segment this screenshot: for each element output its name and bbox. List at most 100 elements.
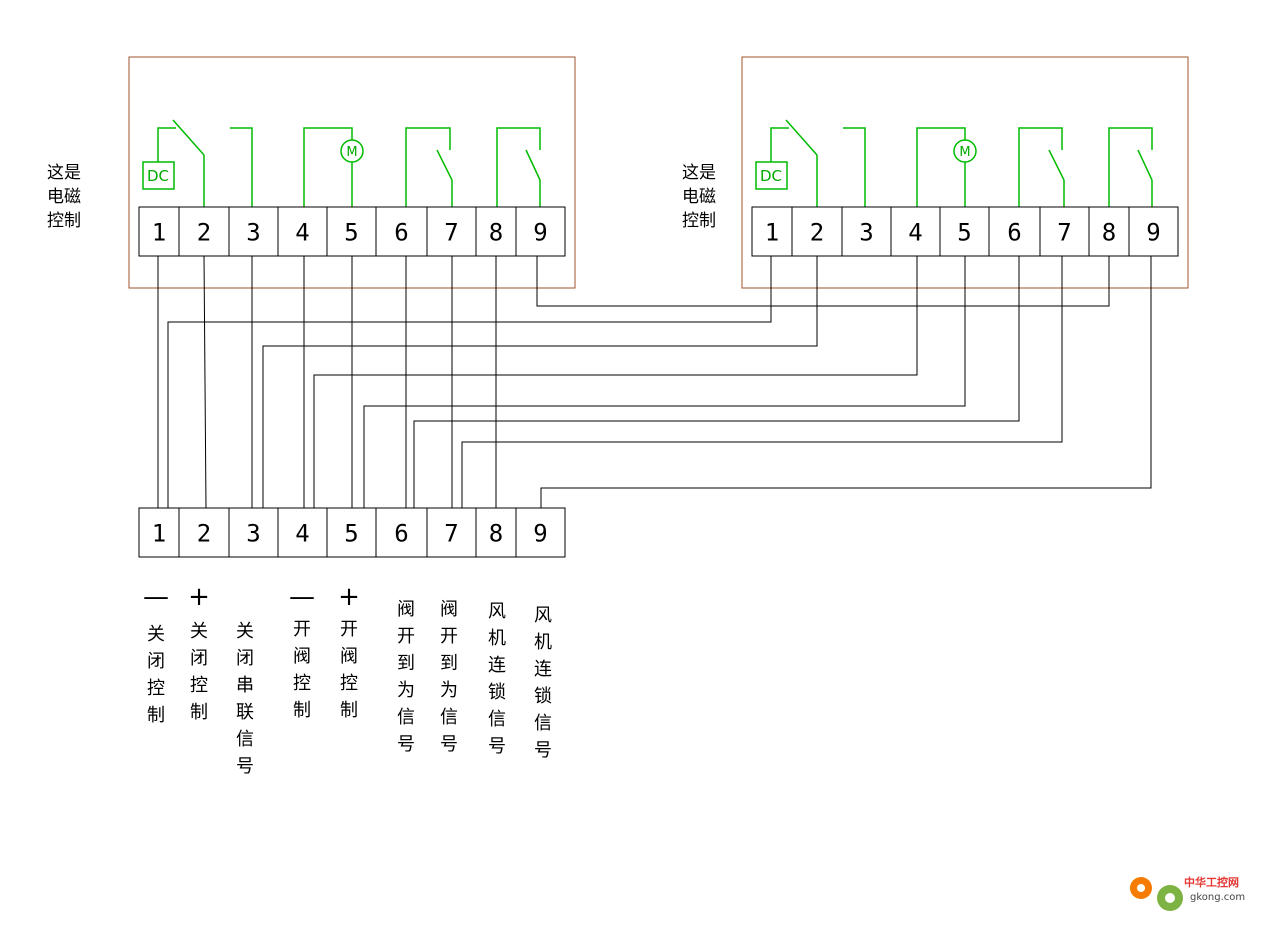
top-left-terminal-7: 7 [444, 219, 458, 247]
bottom-desc-8-char-3: 连 [488, 655, 506, 676]
bottom-desc-2-char-3: 控 [190, 675, 208, 696]
bottom-desc-4-char-4: 制 [293, 700, 311, 721]
top-left-motor-circle [340, 139, 364, 163]
bottom-desc-6-char-1: 阀 [397, 599, 415, 620]
top-left-cell-1 [138, 206, 180, 257]
bottom-desc-3-char-3: 串 [236, 675, 254, 696]
wire-r5-b5 [363, 256, 966, 508]
top-right-cell-7 [1039, 206, 1090, 257]
top-left-side-label-3: 控制 [47, 211, 81, 231]
wire-l9-r8 [536, 256, 1110, 307]
wire-left-2 [203, 255, 207, 509]
bottom-desc-6-char-6: 号 [397, 734, 415, 755]
bottom-desc-5-char-2: 阀 [340, 646, 358, 667]
top-right-cell-3 [841, 206, 892, 257]
bottom-terminal-2: 2 [197, 520, 211, 548]
top-left-cell-8 [475, 206, 517, 257]
top-left-side-label-1: 这是 [47, 163, 81, 183]
top-left-terminal-9: 9 [533, 219, 547, 247]
bottom-desc-2-char-2: 闭 [190, 648, 208, 669]
bottom-desc-8-char-2: 机 [488, 628, 506, 649]
top-left-dc-label: DC [147, 167, 169, 185]
bottom-terminal-7: 7 [444, 520, 458, 548]
bottom-sign-1: — [143, 582, 169, 612]
top-right-cell-5 [939, 206, 990, 257]
bottom-terminal-3: 3 [246, 520, 260, 548]
bottom-sign-5: + [338, 582, 360, 612]
top-right-terminal-7: 7 [1057, 219, 1071, 247]
bottom-desc-6-char-5: 信 [397, 707, 415, 728]
bottom-desc-5-char-4: 制 [340, 700, 358, 721]
bottom-cell-4 [277, 507, 328, 558]
top-right-side-label-3: 控制 [682, 211, 716, 231]
top-right-cell-2 [791, 206, 843, 257]
wire-r9-b9 [540, 256, 1152, 508]
bottom-desc-3-char-4: 联 [236, 702, 254, 723]
top-left-terminal-1: 1 [152, 219, 166, 247]
top-left-relay-circuit [142, 119, 541, 207]
bottom-desc-9-char-3: 连 [534, 659, 552, 680]
bottom-desc-1-char-1: 关 [147, 624, 165, 645]
bottom-terminal-9: 9 [533, 520, 547, 548]
bottom-desc-8-char-1: 风 [488, 601, 506, 622]
top-right-cell-6 [988, 206, 1041, 257]
wire-r4-b4 [313, 256, 918, 508]
bottom-desc-1-char-2: 闭 [147, 651, 165, 672]
bottom-desc-8-char-4: 锁 [488, 682, 506, 703]
bottom-desc-9-char-5: 信 [534, 713, 552, 734]
top-left-terminal-2: 2 [197, 219, 211, 247]
bottom-desc-4-char-3: 控 [293, 673, 311, 694]
top-left-terminal-3: 3 [246, 219, 260, 247]
top-right-terminal-5: 5 [957, 219, 971, 247]
bottom-terminal-4: 4 [295, 520, 309, 548]
top-right-dc-label: DC [760, 167, 782, 185]
bottom-cell-8 [475, 507, 517, 558]
bottom-cell-7 [426, 507, 477, 558]
bottom-desc-7-char-5: 信 [440, 707, 458, 728]
bottom-desc-9-char-1: 风 [534, 605, 552, 626]
bottom-terminal-5: 5 [344, 520, 358, 548]
top-left-terminal-6: 6 [394, 219, 408, 247]
top-left-cell-9 [515, 206, 566, 257]
bottom-desc-8-char-6: 号 [488, 736, 506, 757]
bottom-desc-1-char-3: 控 [147, 678, 165, 699]
top-left-motor-label: M [346, 145, 357, 160]
wire-r1-b1 [167, 256, 772, 508]
top-left-terminal-4: 4 [295, 219, 309, 247]
top-right-terminal-6: 6 [1007, 219, 1021, 247]
interconnect-wires [157, 255, 1152, 509]
bottom-terminal-8: 8 [489, 520, 503, 548]
wire-r2-b3 [262, 256, 818, 508]
bottom-desc-9-char-6: 号 [534, 740, 552, 761]
bottom-cell-9 [515, 507, 566, 558]
watermark-en: gkong.com [1190, 892, 1245, 903]
bottom-cell-3 [228, 507, 279, 558]
top-right-cell-4 [890, 206, 941, 257]
top-right-terminal-9: 9 [1146, 219, 1160, 247]
bottom-desc-3-char-5: 信 [236, 729, 254, 750]
top-right-motor-label: M [959, 145, 970, 160]
top-right-side-label-1: 这是 [682, 163, 716, 183]
bottom-sign-4: — [289, 582, 315, 612]
bottom-desc-5-char-1: 开 [340, 619, 358, 640]
bottom-desc-2-char-1: 关 [190, 621, 208, 642]
bottom-desc-4-char-1: 开 [293, 619, 311, 640]
top-right-terminal-3: 3 [859, 219, 873, 247]
bottom-desc-6-char-4: 为 [397, 680, 415, 701]
bottom-desc-7-char-2: 开 [440, 626, 458, 647]
top-left-cell-6 [375, 206, 428, 257]
bottom-desc-7-char-4: 为 [440, 680, 458, 701]
bottom-sign-2: + [188, 582, 210, 612]
bottom-desc-4-char-2: 阀 [293, 646, 311, 667]
top-right-motor-circle [953, 139, 977, 163]
bottom-signs: — + — + [143, 582, 360, 612]
bottom-desc-1-char-4: 制 [147, 705, 165, 726]
bottom-descriptions: 关闭控制关闭控制关闭串联信号开阀控制开阀控制阀开到为信号阀开到为信号风机连锁信号… [147, 599, 552, 777]
bottom-cell-5 [326, 507, 377, 558]
wire-r6-b6 [413, 256, 1020, 508]
